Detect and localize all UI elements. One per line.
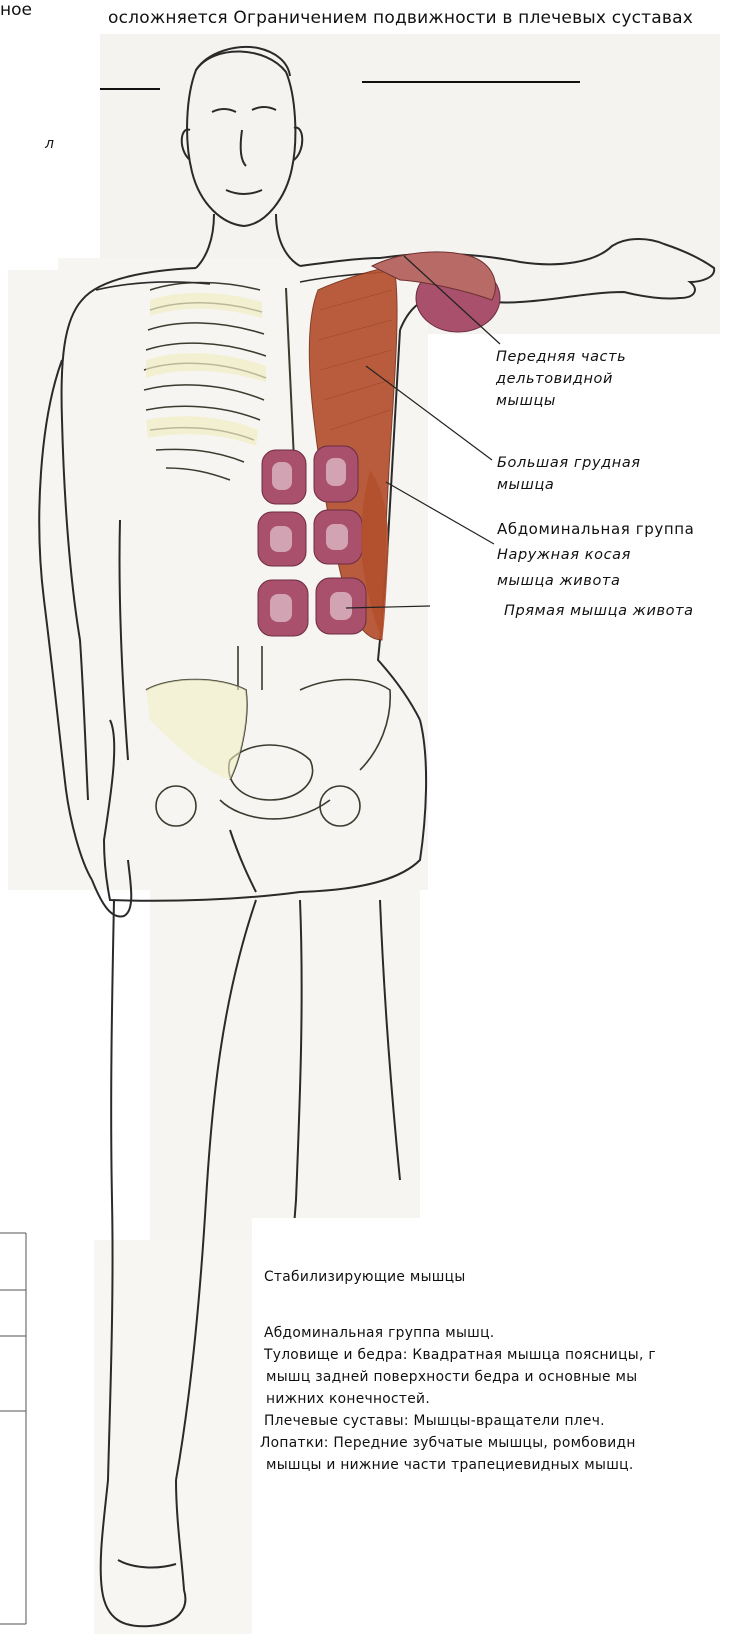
- stabilizers-line-6: Лопатки: Передние зубчатые мышцы, ромбов…: [260, 1432, 636, 1454]
- stabilizers-line-3: мышц задней поверхности бедра и основные…: [266, 1366, 637, 1388]
- label-pectoral-line-2: мышца: [497, 474, 641, 496]
- stabilizers-line-7: мышцы и нижние части трапециевидных мышц…: [266, 1454, 634, 1476]
- label-abdominal-group: Абдоминальная группа: [497, 518, 694, 540]
- label-deltoid-line-2: дельтовидной: [496, 368, 626, 390]
- label-pectoral-line-1: Большая грудная: [497, 452, 641, 474]
- label-deltoid: Передняя часть дельтовидной мышцы: [496, 346, 626, 412]
- stabilizers-line-4: нижних конечностей.: [266, 1388, 430, 1410]
- stabilizers-line-5: Плечевые суставы: Мышцы-вращатели плеч.: [264, 1410, 605, 1432]
- stabilizers-line-2: Туловище и бедра: Квадратная мышца поясн…: [264, 1344, 656, 1366]
- left-table-lines: [0, 1233, 26, 1624]
- label-external-oblique-line-2: мышца живота: [497, 570, 631, 592]
- label-deltoid-line-3: мышцы: [496, 390, 626, 412]
- label-deltoid-line-1: Передняя часть: [496, 346, 626, 368]
- stabilizers-title: Стабилизирующие мышцы: [264, 1266, 466, 1288]
- stabilizers-line-1: Абдоминальная группа мышц.: [264, 1322, 494, 1344]
- label-rectus: Прямая мышца живота: [504, 600, 694, 622]
- label-external-oblique: Наружная косая мышца живота: [497, 544, 631, 592]
- paper-patch-feet: [94, 1240, 252, 1634]
- label-pectoral: Большая грудная мышца: [497, 452, 641, 496]
- label-external-oblique-line-1: Наружная косая: [497, 544, 631, 566]
- stabilizers-panel: Стабилизирующие мышцы Абдоминальная груп…: [252, 1218, 742, 1634]
